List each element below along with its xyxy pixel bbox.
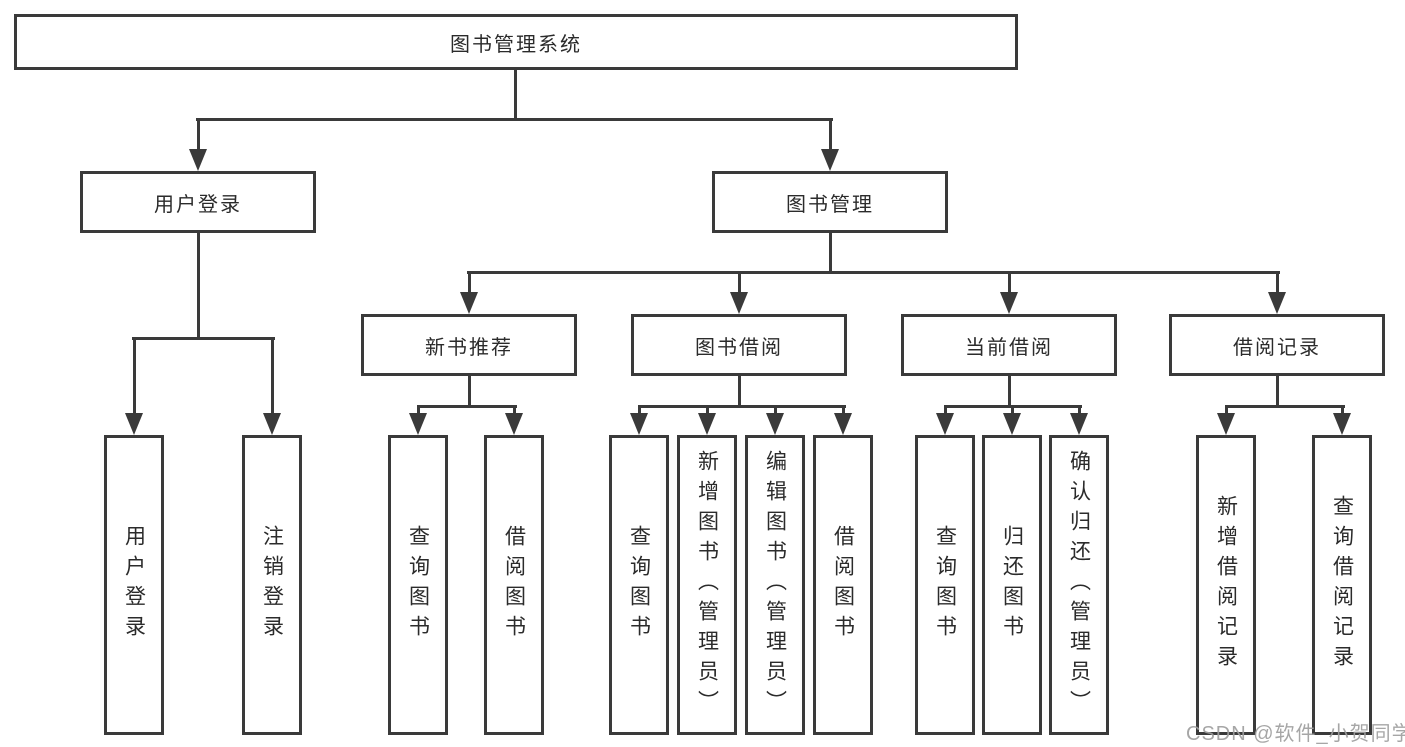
connector-line [1276, 271, 1279, 292]
connector-line [774, 405, 777, 413]
arrowhead-down [125, 413, 143, 435]
node-label: 图书管理 [786, 193, 874, 216]
node-label: 归还图书 [1000, 525, 1024, 645]
leaf-query-books-recommend: 查询图书 [388, 435, 448, 735]
node-label: 图书管理系统 [450, 33, 582, 56]
node-label: 图书借阅 [695, 336, 783, 359]
connector-line [829, 118, 832, 151]
arrowhead-down [834, 413, 852, 435]
node-label: 用户登录 [154, 193, 242, 216]
connector-line [514, 70, 517, 118]
leaf-user-login: 用户登录 [104, 435, 164, 735]
arrowhead-down [630, 413, 648, 435]
connector-line [133, 337, 136, 413]
node-book-management: 图书管理 [712, 171, 948, 233]
connector-line [638, 405, 846, 408]
node-label: 新增借阅记录 [1214, 495, 1238, 675]
connector-line [1078, 405, 1081, 413]
connector-line [638, 405, 641, 413]
arrowhead-down [698, 413, 716, 435]
arrowhead-down [263, 413, 281, 435]
arrowhead-down [936, 413, 954, 435]
node-label: 确认归还（管理员） [1067, 450, 1091, 720]
leaf-query-books-current: 查询图书 [915, 435, 975, 735]
node-label: 查询借阅记录 [1330, 495, 1354, 675]
connector-line [842, 405, 845, 413]
leaf-query-borrow-record: 查询借阅记录 [1312, 435, 1372, 735]
node-current-borrowing: 当前借阅 [901, 314, 1117, 376]
leaf-add-borrow-record: 新增借阅记录 [1196, 435, 1256, 735]
leaf-query-books-borrowing: 查询图书 [609, 435, 669, 735]
connector-line [467, 271, 1280, 274]
connector-line [513, 405, 516, 413]
node-label: 查询图书 [406, 525, 430, 645]
node-label: 新书推荐 [425, 336, 513, 359]
connector-line [417, 405, 420, 413]
arrowhead-down [821, 149, 839, 171]
connector-line [706, 405, 709, 413]
leaf-borrow-books-recommend: 借阅图书 [484, 435, 544, 735]
connector-line [196, 118, 833, 121]
connector-line [197, 118, 200, 151]
node-label: 借阅记录 [1233, 336, 1321, 359]
connector-line [738, 376, 741, 405]
connector-line [829, 233, 832, 271]
arrowhead-down [505, 413, 523, 435]
node-label: 当前借阅 [965, 336, 1053, 359]
node-label: 借阅图书 [502, 525, 526, 645]
node-label: 新增图书（管理员） [695, 450, 719, 720]
node-user-login: 用户登录 [80, 171, 316, 233]
connector-line [1011, 405, 1014, 413]
leaf-borrow-books-borrowing: 借阅图书 [813, 435, 873, 735]
arrowhead-down [1333, 413, 1351, 435]
node-library-management-system: 图书管理系统 [14, 14, 1018, 70]
connector-line [468, 376, 471, 405]
csdn-watermark: CSDN @软件_小贺同学 [1186, 723, 1405, 745]
arrowhead-down [730, 292, 748, 314]
connector-line [468, 271, 471, 292]
node-label: 注销登录 [260, 525, 284, 645]
connector-line [1225, 405, 1345, 408]
connector-line [132, 337, 275, 340]
connector-line [1008, 271, 1011, 292]
leaf-logout: 注销登录 [242, 435, 302, 735]
connector-line [197, 233, 200, 337]
node-new-book-recommend: 新书推荐 [361, 314, 577, 376]
arrowhead-down [460, 292, 478, 314]
arrowhead-down [1217, 413, 1235, 435]
arrowhead-down [1268, 292, 1286, 314]
node-label: 查询图书 [627, 525, 651, 645]
connector-line [1341, 405, 1344, 413]
leaf-add-books-admin: 新增图书（管理员） [677, 435, 737, 735]
node-label: 查询图书 [933, 525, 957, 645]
arrowhead-down [1000, 292, 1018, 314]
arrowhead-down [1003, 413, 1021, 435]
arrowhead-down [1070, 413, 1088, 435]
leaf-edit-books-admin: 编辑图书（管理员） [745, 435, 805, 735]
node-borrow-records: 借阅记录 [1169, 314, 1385, 376]
connector-line [738, 271, 741, 292]
connector-line [1276, 376, 1279, 405]
node-label: 编辑图书（管理员） [763, 450, 787, 720]
leaf-return-books: 归还图书 [982, 435, 1042, 735]
node-label: 借阅图书 [831, 525, 855, 645]
node-label: 用户登录 [122, 525, 146, 645]
connector-line [417, 405, 517, 408]
leaf-confirm-return-admin: 确认归还（管理员） [1049, 435, 1109, 735]
connector-line [944, 405, 947, 413]
connector-line [1225, 405, 1228, 413]
node-book-borrowing: 图书借阅 [631, 314, 847, 376]
arrowhead-down [189, 149, 207, 171]
arrowhead-down [409, 413, 427, 435]
connector-line [271, 337, 274, 413]
arrowhead-down [766, 413, 784, 435]
connector-line [1008, 376, 1011, 405]
